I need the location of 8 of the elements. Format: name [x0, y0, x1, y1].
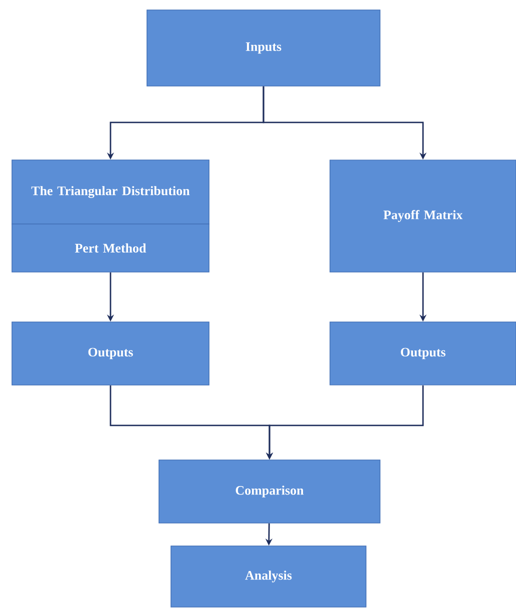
- process-box: The Triangular Distribution: [12, 160, 210, 224]
- process-box: Analysis: [170, 546, 366, 608]
- process-box: Inputs: [146, 10, 380, 86]
- process-box: Outputs: [12, 322, 210, 386]
- process-box: Pert Method: [12, 224, 210, 272]
- process-box: Comparison: [158, 460, 380, 524]
- process-box: Payoff Matrix: [330, 160, 516, 272]
- process-box: Outputs: [330, 322, 516, 386]
